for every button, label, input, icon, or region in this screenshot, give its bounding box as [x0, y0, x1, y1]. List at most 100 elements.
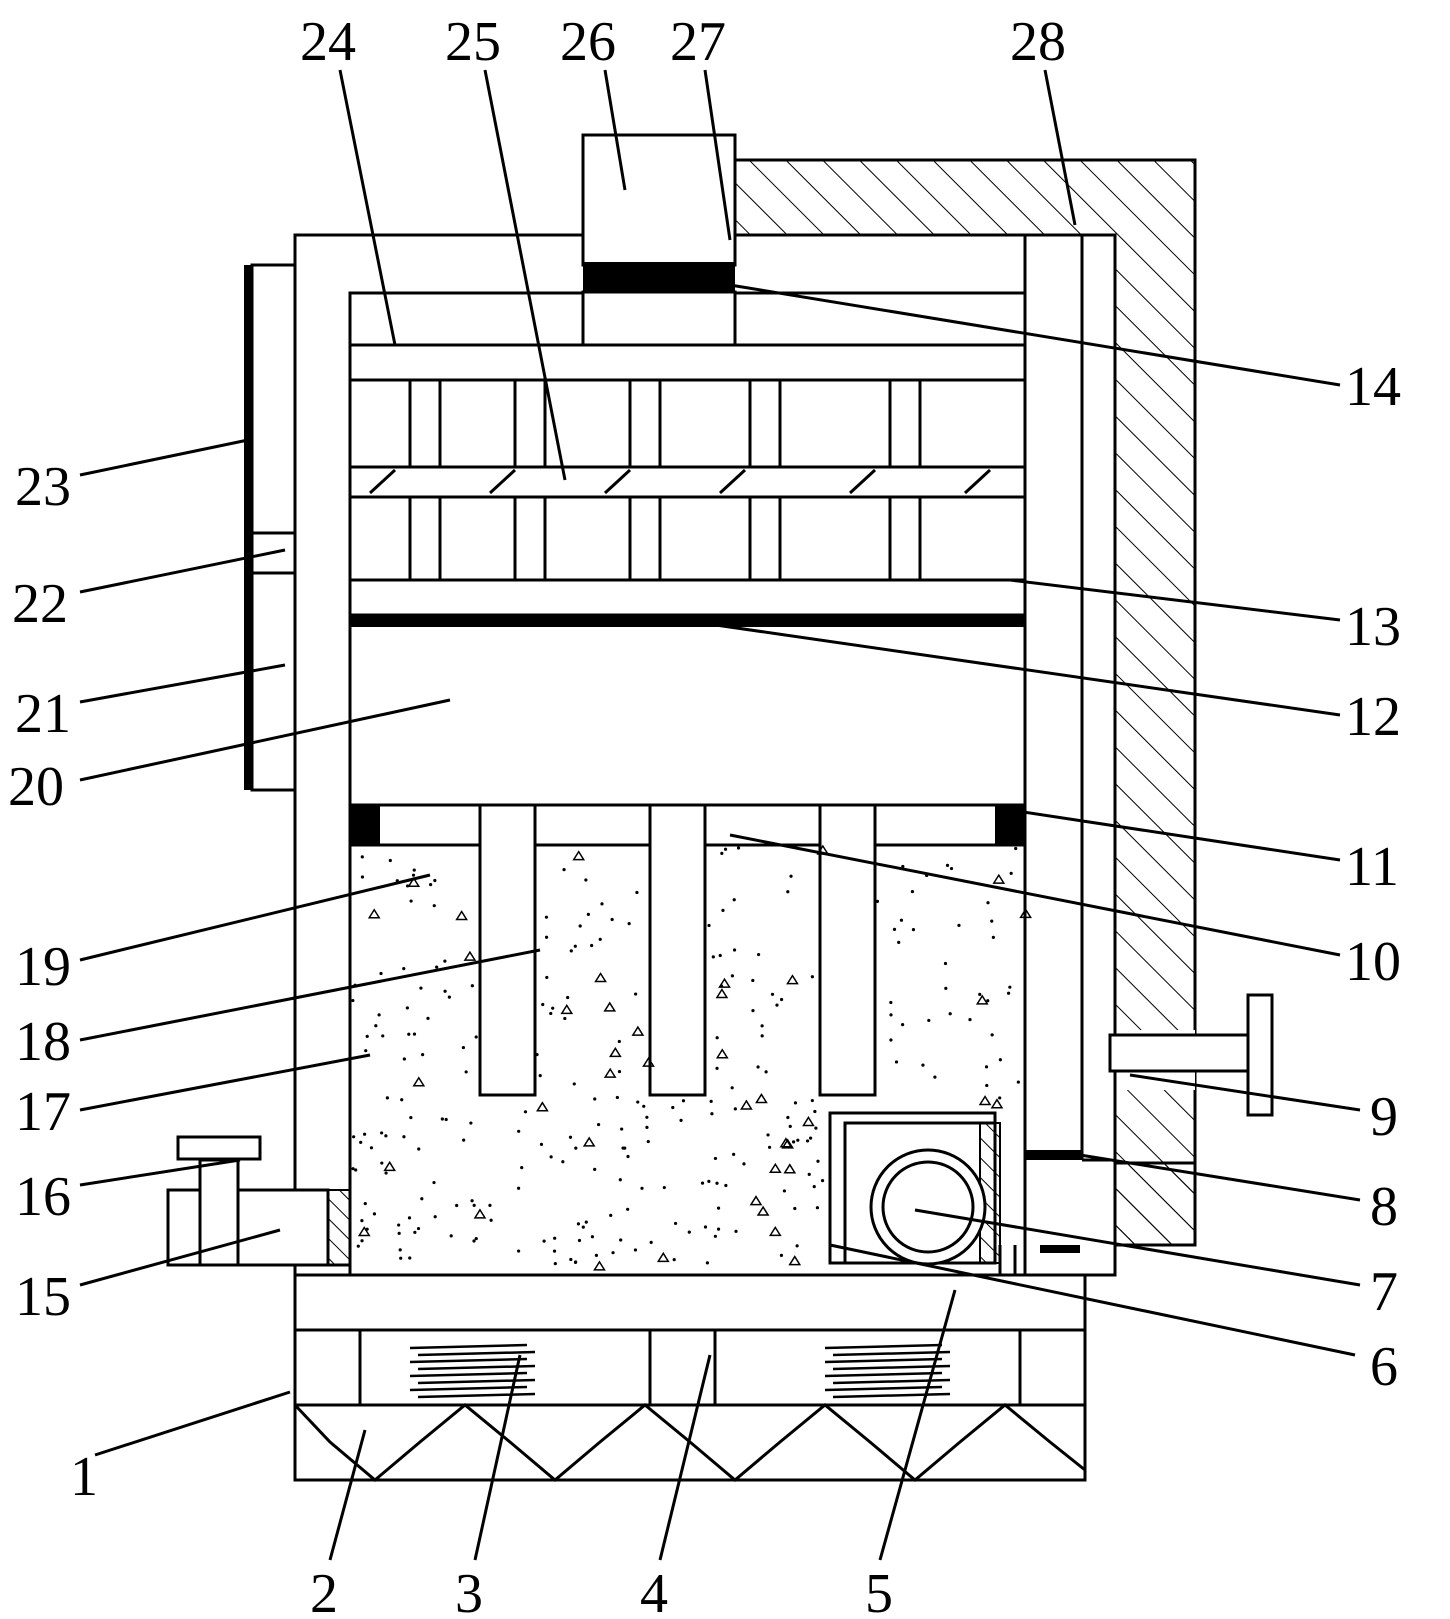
speckle-dot: [611, 1251, 615, 1255]
base-springs: [409, 1343, 951, 1399]
leader-line-3: [473, 1354, 522, 1561]
label-20: 20: [8, 756, 64, 818]
speckle-dot: [380, 1161, 384, 1165]
label-10: 10: [1345, 931, 1401, 993]
speckle-dot: [779, 997, 784, 1002]
speckle-mark: [642, 1056, 655, 1067]
label-22: 22: [12, 573, 68, 635]
speckle-dot: [384, 1134, 388, 1138]
speckle-dot: [718, 953, 722, 958]
speckle-dot: [756, 1065, 760, 1069]
speckle-mark: [768, 1162, 782, 1173]
control-panel: [244, 263, 297, 792]
speckle-dot: [618, 1178, 622, 1182]
speckle-dot: [646, 1139, 650, 1144]
speckle-dot: [927, 1018, 931, 1023]
speckle-dot: [984, 1065, 989, 1069]
speckle-dot: [598, 937, 602, 941]
speckle-dot: [901, 1022, 905, 1027]
speckle-dot: [573, 944, 577, 948]
speckle-mark: [978, 1095, 992, 1106]
spring-coil: [409, 1385, 528, 1392]
speckle-dot: [805, 1139, 810, 1143]
speckle-dot: [469, 1121, 473, 1125]
label-15: 15: [15, 1266, 71, 1328]
speckle-dot: [566, 995, 570, 1000]
speckle-mark: [975, 994, 989, 1005]
leader-line-11: [1009, 808, 1341, 862]
speckle-dot: [789, 874, 793, 878]
speckle-dot: [742, 1162, 746, 1166]
speckle-dot: [372, 1212, 377, 1216]
speckle-dot: [627, 922, 631, 926]
speckle-dot: [990, 1033, 994, 1037]
speckle-dot: [991, 935, 995, 939]
speckle-dot: [730, 974, 734, 978]
speckle-dot: [569, 1257, 573, 1262]
speckle-dot: [719, 984, 724, 988]
speckle-dot: [402, 1057, 406, 1061]
speckle-dot: [553, 1236, 557, 1240]
speckle-dot: [619, 1238, 623, 1242]
stirring-plate: [348, 803, 1027, 1097]
speckle-dot: [433, 1215, 437, 1219]
speckle-dot: [707, 1179, 711, 1183]
speckle-dot: [793, 1206, 797, 1211]
speckle-dot: [793, 1101, 798, 1105]
speckle-mark: [383, 1160, 397, 1172]
speckle-dot: [388, 858, 392, 863]
speckle-dot: [770, 992, 775, 996]
speckle-dot: [429, 883, 433, 887]
speckle-dot: [635, 890, 639, 895]
speckle-dot: [707, 923, 711, 928]
speckle-dot: [723, 847, 728, 851]
speckle-dot: [432, 1180, 436, 1185]
speckle-dot: [535, 1052, 539, 1057]
speckle-dot: [488, 1203, 492, 1208]
label-14: 14: [1345, 356, 1401, 418]
speckle-dot: [786, 890, 790, 894]
pump: [828, 1111, 1082, 1275]
speckle-dot: [360, 875, 365, 879]
speckle-mark: [756, 1205, 770, 1216]
speckle-dot: [586, 912, 590, 916]
speckle-dot: [795, 1244, 799, 1248]
speckle-dot: [892, 927, 897, 931]
speckle-mark: [609, 1046, 622, 1058]
speckle-mark: [755, 1093, 768, 1104]
leader-line-12: [694, 620, 1341, 717]
speckle-dot: [574, 1146, 578, 1150]
speckle-dot: [449, 1234, 453, 1238]
speckle-dot: [464, 1070, 468, 1074]
speckle-dot: [816, 1159, 820, 1163]
speckle-dot: [417, 1147, 421, 1151]
speckle-dot: [662, 1185, 666, 1190]
label-11: 11: [1345, 836, 1399, 898]
speckle-dot: [363, 1201, 367, 1206]
speckle-dot: [709, 1099, 713, 1103]
speckle-dot: [633, 1248, 638, 1252]
speckle-dot: [461, 1045, 465, 1050]
speckle-dot: [814, 1126, 818, 1130]
speckle-dot: [385, 1096, 390, 1100]
leader-line-20: [79, 698, 451, 782]
speckle-mark: [715, 1048, 729, 1059]
speckle-dot: [432, 904, 436, 908]
speckle-mark: [788, 1255, 802, 1266]
label-18: 18: [15, 1011, 71, 1073]
speckle-dot: [426, 1016, 430, 1020]
speckle-dot: [407, 1216, 412, 1220]
spring-coil: [832, 1392, 951, 1399]
speckle-dot: [351, 998, 355, 1003]
speckle-dot: [380, 1131, 384, 1135]
callout-labels: 1 2 3 4 5 6 7 8 9 10 11 12 13 14 15 16 1…: [8, 11, 1401, 1619]
spring-coil: [824, 1343, 943, 1350]
speckle-dot: [949, 866, 954, 871]
label-2: 2: [310, 1563, 338, 1619]
speckle-dot: [710, 1112, 714, 1116]
speckle-dot: [581, 1225, 585, 1229]
speckle-mark: [749, 1195, 763, 1206]
speckle-dot: [724, 1183, 728, 1188]
leader-line-13: [1009, 578, 1341, 622]
speckle-dot: [889, 1013, 893, 1017]
